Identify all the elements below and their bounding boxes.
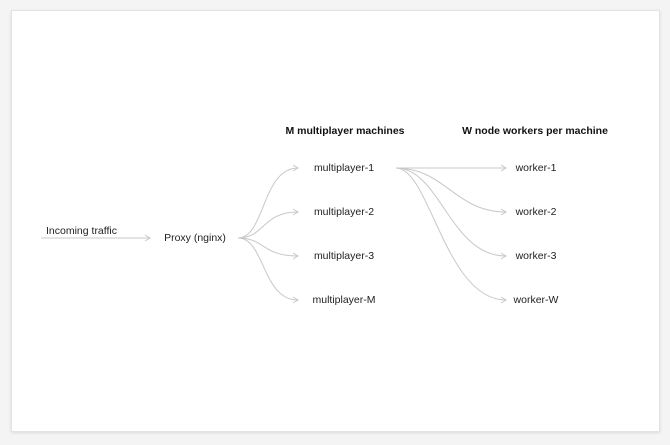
edge-proxy-multiplayer-M <box>237 237 299 301</box>
diagram-frame <box>11 10 660 432</box>
worker-node-1: worker-1 <box>515 162 557 174</box>
incoming-traffic-label: Incoming traffic <box>46 225 117 237</box>
edge-multiplayer-worker-W <box>395 167 507 301</box>
multiplayer-column-header: M multiplayer machines <box>285 125 404 137</box>
arrowhead-multiplayer-1 <box>292 164 299 172</box>
multiplayer-node-2: multiplayer-2 <box>314 206 374 218</box>
incoming-arrowhead <box>144 234 151 242</box>
edge-multiplayer-worker-2 <box>395 167 507 213</box>
arrowhead-multiplayer-2 <box>292 208 299 216</box>
worker-node-W: worker-W <box>513 294 559 306</box>
edge-proxy-multiplayer-1 <box>237 167 299 239</box>
proxy-node-label: Proxy (nginx) <box>164 232 226 244</box>
arrowhead-multiplayer-M <box>292 296 299 304</box>
multiplayer-node-M: multiplayer-M <box>312 294 375 306</box>
worker-node-3: worker-3 <box>515 250 557 262</box>
arrowhead-multiplayer-3 <box>292 252 299 260</box>
workers-column-header: W node workers per machine <box>462 125 608 137</box>
edge-proxy-multiplayer-3 <box>237 237 299 257</box>
arrowhead-worker-2 <box>500 208 507 216</box>
edge-multiplayer-worker-3 <box>395 167 507 257</box>
worker-node-2: worker-2 <box>515 206 557 218</box>
arrowhead-worker-W <box>500 296 507 304</box>
arrowhead-worker-3 <box>500 252 507 260</box>
multiplayer-node-1: multiplayer-1 <box>314 162 374 174</box>
multiplayer-node-3: multiplayer-3 <box>314 250 374 262</box>
arrowhead-worker-1 <box>500 164 507 172</box>
edge-proxy-multiplayer-2 <box>237 211 299 239</box>
